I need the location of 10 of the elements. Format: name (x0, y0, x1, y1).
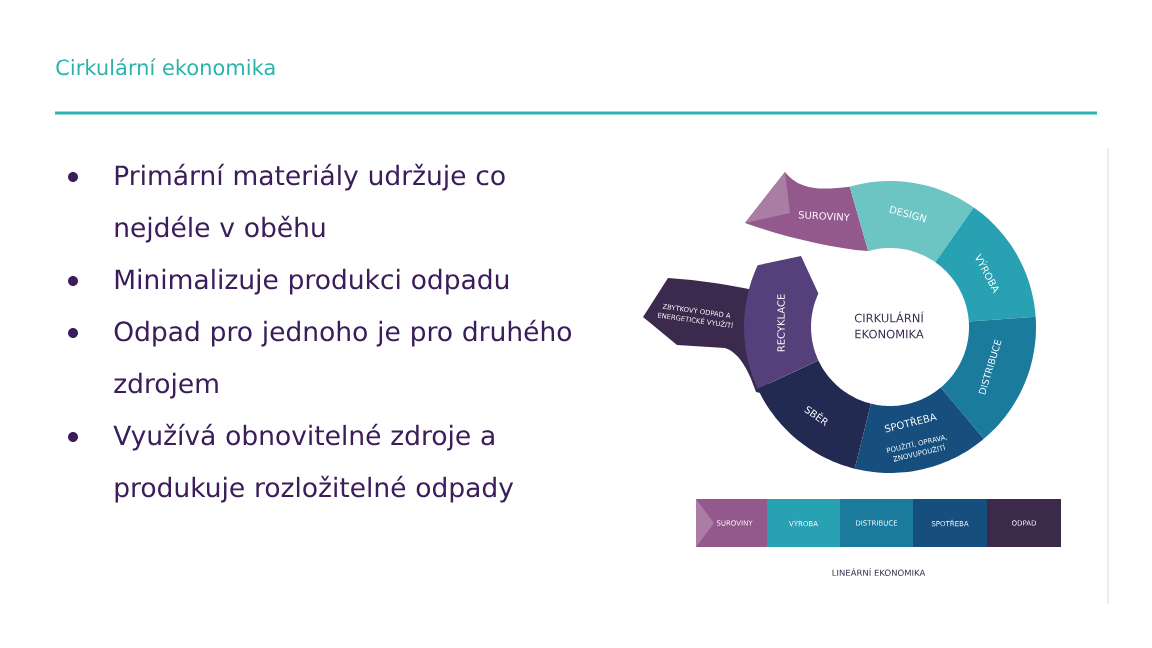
center-label: CIRKULÁRNÍ EKONOMIKA (854, 311, 924, 339)
bullet-text: Využívá obnovitelné zdroje a produkuje rozložitelné odpady (113, 423, 514, 503)
slide-title: Cirkulární ekonomika (56, 58, 275, 76)
diagram-caption: LINEÁRNÍ EKONOMIKA (832, 568, 926, 576)
ring-segment: DESIGN (849, 181, 974, 263)
bullet-text: Odpad pro jednoho je pro druhého zdrojem (114, 319, 572, 399)
bullet-text: Primární materiály udržuje co nejdéle v oběhu (115, 163, 505, 243)
ring-segment: RECYKLACE (744, 256, 819, 389)
ribbon-segment: SUROVINY (745, 172, 869, 252)
bullet-text: Minimalizuje produkci odpadu (115, 268, 509, 295)
